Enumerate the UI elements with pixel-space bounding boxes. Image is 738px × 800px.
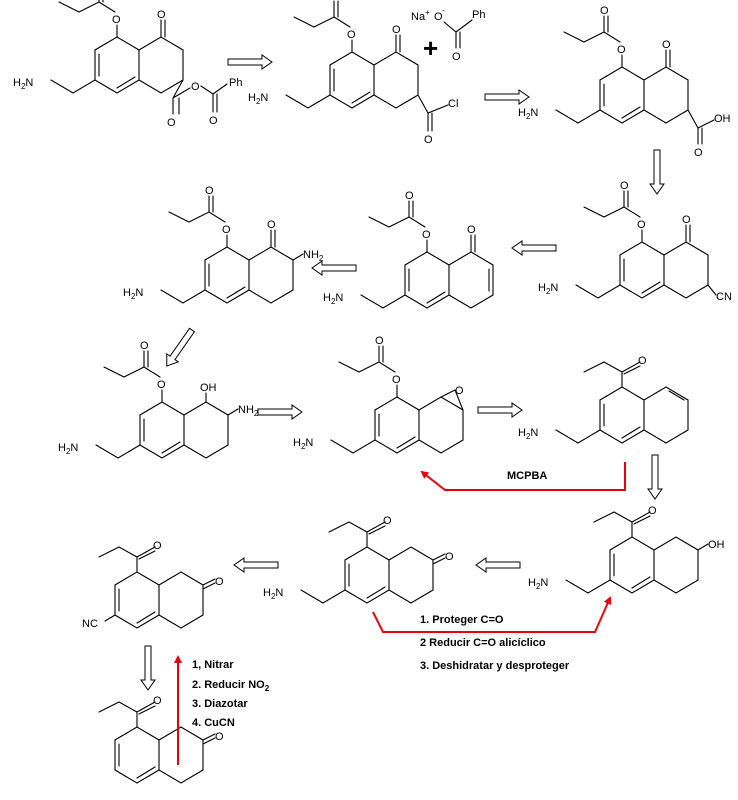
- molecule-cyano-tetralone: O O NC: [82, 540, 224, 630]
- retro-arrow-1: [227, 54, 273, 70]
- svg-text:O: O: [600, 5, 609, 17]
- reagent-step-a4: 4. CuCN: [192, 717, 235, 729]
- svg-text:Ph: Ph: [472, 9, 485, 21]
- retro-arrow-5: [311, 260, 357, 276]
- svg-text:O: O: [153, 695, 162, 707]
- retro-arrow-3: [649, 149, 665, 195]
- svg-text:O: O: [424, 134, 433, 146]
- svg-text:OH: OH: [200, 382, 217, 394]
- svg-text:O: O: [392, 374, 401, 386]
- molecule-nitrile: O O O H2N CN: [538, 180, 732, 303]
- molecule-anhydride: O O O H2N O O O Ph: [13, 0, 242, 129]
- retro-arrow-11: [233, 557, 279, 573]
- svg-text:H2N: H2N: [263, 587, 283, 601]
- molecule-epoxide: O O O H2N: [293, 335, 464, 454]
- molecule-tetralol: OH O H2N: [528, 505, 725, 594]
- svg-text:O: O: [209, 115, 218, 127]
- molecule-amino-alcohol: OH NH2 O O H2N: [58, 340, 259, 459]
- molecule-amino-ketone: O NH2 O O H2N: [123, 185, 324, 304]
- retro-arrow-10: [475, 557, 521, 573]
- svg-text:O: O: [648, 505, 657, 517]
- svg-text:OH: OH: [714, 113, 731, 125]
- reagent-step-b1: 1. Proteger C=O: [420, 614, 504, 626]
- svg-text:O: O: [267, 219, 276, 231]
- svg-text:O: O: [191, 81, 200, 93]
- sodium-benzoate: Na+ O - O Ph: [411, 6, 485, 63]
- svg-text:O: O: [620, 180, 629, 192]
- svg-text:O: O: [434, 11, 443, 23]
- retro-arrow-7: [257, 404, 303, 420]
- reagent-step-b2: 2 Reducir C=O alicíclico: [420, 637, 546, 649]
- molecule-dienone: O O O H2N: [323, 190, 494, 309]
- svg-text:H2N: H2N: [538, 282, 558, 296]
- svg-text:O: O: [445, 551, 454, 563]
- svg-text:O: O: [153, 540, 162, 552]
- reagent-step-a2: 2. Reducir NO2: [192, 679, 270, 693]
- svg-text:O: O: [694, 147, 703, 159]
- svg-text:NH2: NH2: [238, 404, 259, 418]
- svg-text:NH2: NH2: [303, 249, 324, 263]
- svg-text:O: O: [112, 14, 121, 26]
- molecule-acid-chloride: O O O H2N Cl O: [248, 0, 458, 146]
- svg-text:O: O: [452, 51, 461, 63]
- retro-arrow-4: [511, 240, 557, 256]
- svg-text:O: O: [222, 224, 231, 236]
- svg-text:O: O: [157, 379, 166, 391]
- svg-text:O: O: [405, 190, 414, 202]
- svg-text:-: -: [442, 6, 445, 15]
- reagent-mcpba: MCPBA: [507, 470, 547, 482]
- reaction-arrow-reduction: [372, 596, 612, 633]
- svg-text:Cl: Cl: [448, 98, 458, 110]
- svg-text:O: O: [215, 731, 224, 743]
- svg-text:NC: NC: [82, 618, 98, 630]
- svg-text:O: O: [422, 229, 431, 241]
- svg-text:OH: OH: [708, 539, 725, 551]
- retro-arrow-12: [140, 645, 156, 691]
- svg-text:O: O: [617, 44, 626, 56]
- plus-sign: +: [423, 33, 438, 63]
- svg-text:H2N: H2N: [323, 292, 343, 306]
- molecule-dihydronaphthalene: O H2N: [518, 355, 689, 444]
- retro-arrow-8: [477, 402, 523, 418]
- reaction-arrow-mcpba: [420, 462, 626, 491]
- svg-text:Na+: Na+: [411, 8, 430, 23]
- svg-text:Ph: Ph: [229, 77, 242, 89]
- svg-text:O: O: [383, 515, 392, 527]
- retro-arrow-6: [160, 325, 199, 371]
- svg-text:H2N: H2N: [58, 442, 78, 456]
- svg-text:O: O: [375, 335, 384, 347]
- retro-arrow-2: [484, 89, 530, 105]
- reagent-step-a3: 3. Diazotar: [192, 698, 248, 710]
- svg-text:O: O: [637, 219, 646, 231]
- svg-text:H2N: H2N: [518, 427, 538, 441]
- svg-text:O: O: [392, 24, 401, 36]
- reagent-step-a1: 1, Nitrar: [192, 659, 234, 671]
- svg-text:O: O: [467, 224, 476, 236]
- svg-text:O: O: [347, 29, 356, 41]
- svg-text:H2N: H2N: [528, 577, 548, 591]
- svg-text:O: O: [662, 39, 671, 51]
- molecule-tetralone-start: O O: [98, 695, 224, 784]
- svg-text:O: O: [167, 117, 176, 129]
- svg-text:CN: CN: [716, 291, 732, 303]
- svg-text:O: O: [455, 385, 464, 397]
- svg-text:H2N: H2N: [293, 437, 313, 451]
- molecule-carboxylic-acid: O O O H2N OH O: [518, 5, 731, 159]
- reagent-step-b3: 3. Deshidratar y desproteger: [420, 660, 570, 672]
- molecule-aminomethyl-tetralone: O O H2N: [263, 515, 454, 604]
- svg-text:O: O: [638, 355, 647, 367]
- svg-text:O: O: [215, 576, 224, 588]
- svg-text:O: O: [205, 185, 214, 197]
- retro-arrow-9: [647, 454, 663, 500]
- svg-text:H2N: H2N: [123, 287, 143, 301]
- svg-text:O: O: [682, 214, 691, 226]
- svg-text:O: O: [157, 9, 166, 21]
- svg-text:O: O: [140, 340, 149, 352]
- svg-text:H2N: H2N: [518, 107, 538, 121]
- svg-text:O: O: [330, 0, 339, 2]
- svg-text:H2N: H2N: [248, 92, 268, 106]
- svg-text:H2N: H2N: [13, 77, 33, 91]
